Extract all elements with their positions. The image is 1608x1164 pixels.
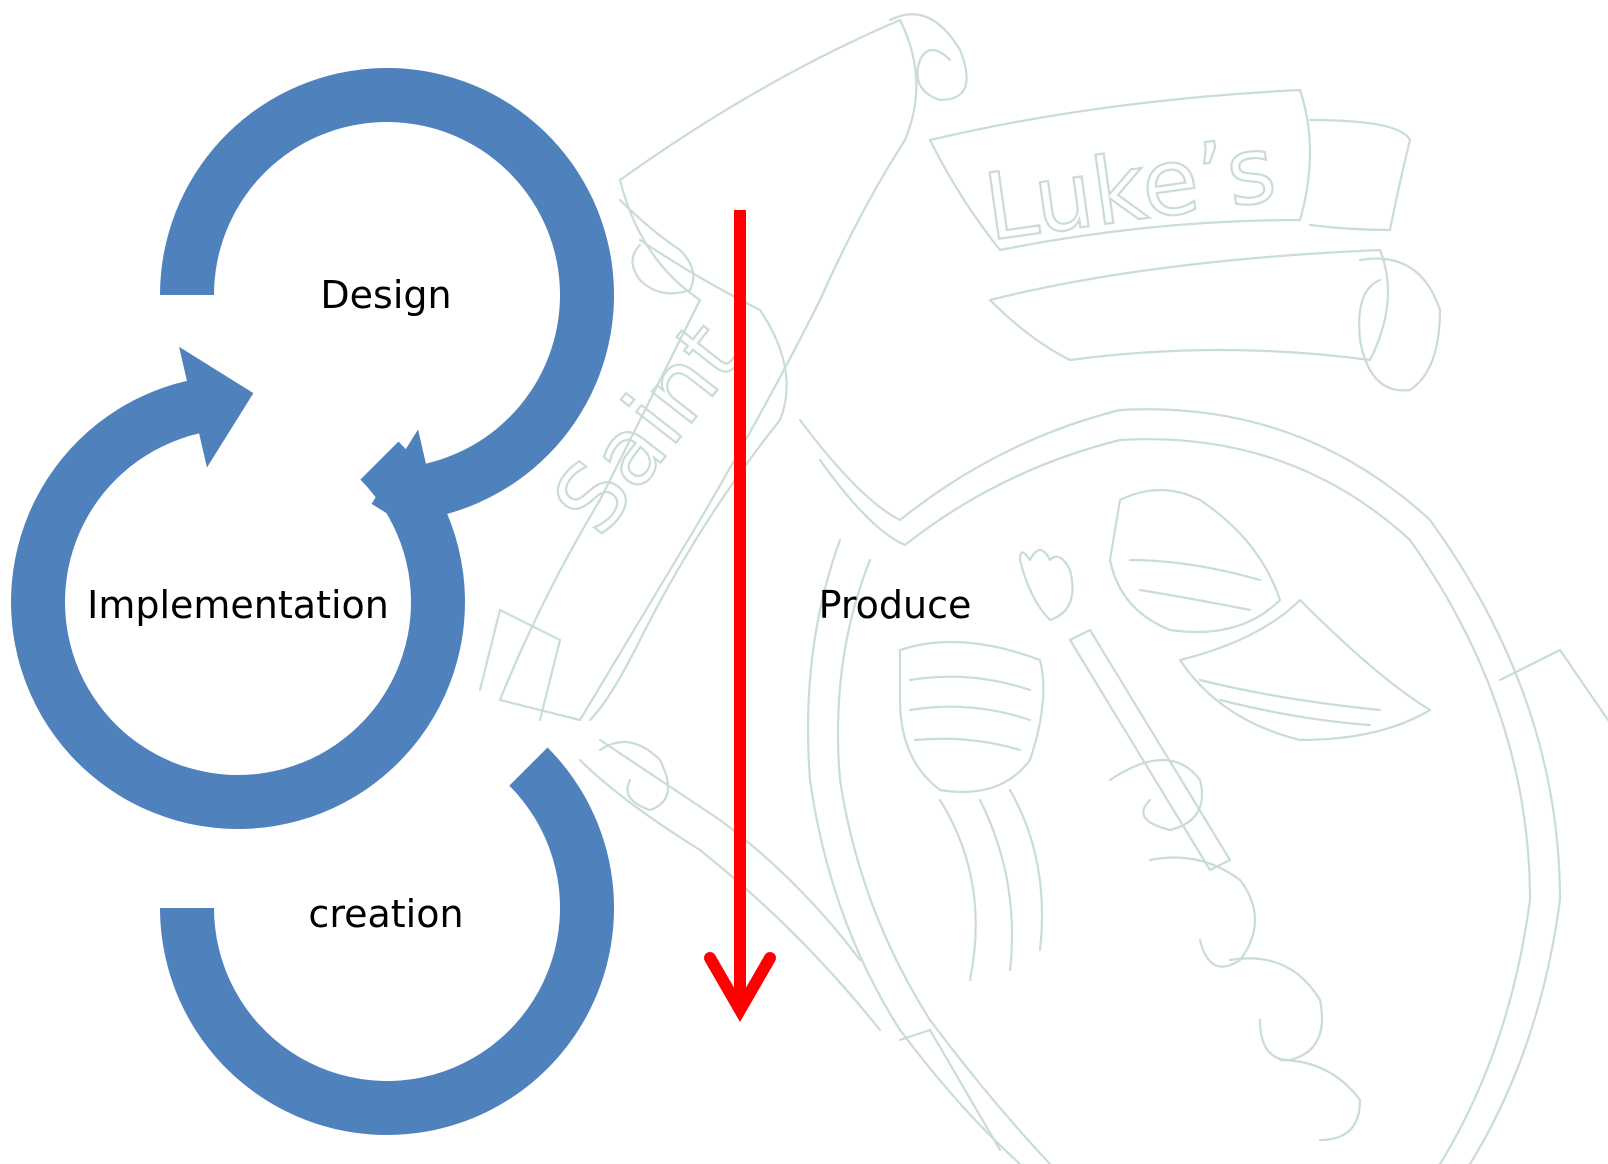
- crest-staff: [1068, 628, 1232, 872]
- saint-lukes-crest-watermark: Saint Luke’s: [478, 13, 1608, 1164]
- crest-shield: [798, 408, 1562, 1164]
- stage-label-design: Design: [320, 273, 451, 317]
- crest-banner-left: [498, 18, 918, 722]
- flow-arrow-head: [704, 952, 776, 1023]
- crest-wing-right: [1108, 488, 1282, 634]
- flow-label: Produce: [819, 583, 972, 627]
- crest-wing-left: [898, 640, 1045, 794]
- stage-label-implementation: Implementation: [87, 583, 389, 627]
- crest-word-lukes: Luke’s: [978, 115, 1282, 262]
- cycle-arrow-creation: [160, 747, 614, 1136]
- flow-arrow: [704, 210, 776, 1023]
- cycle-arrows: [10, 67, 615, 1136]
- cycle-arrow-implementation: [10, 346, 466, 829]
- crest-banner-right: [928, 88, 1312, 252]
- stage-label-creation: creation: [308, 892, 463, 936]
- cycle-arrow-design: [160, 67, 615, 551]
